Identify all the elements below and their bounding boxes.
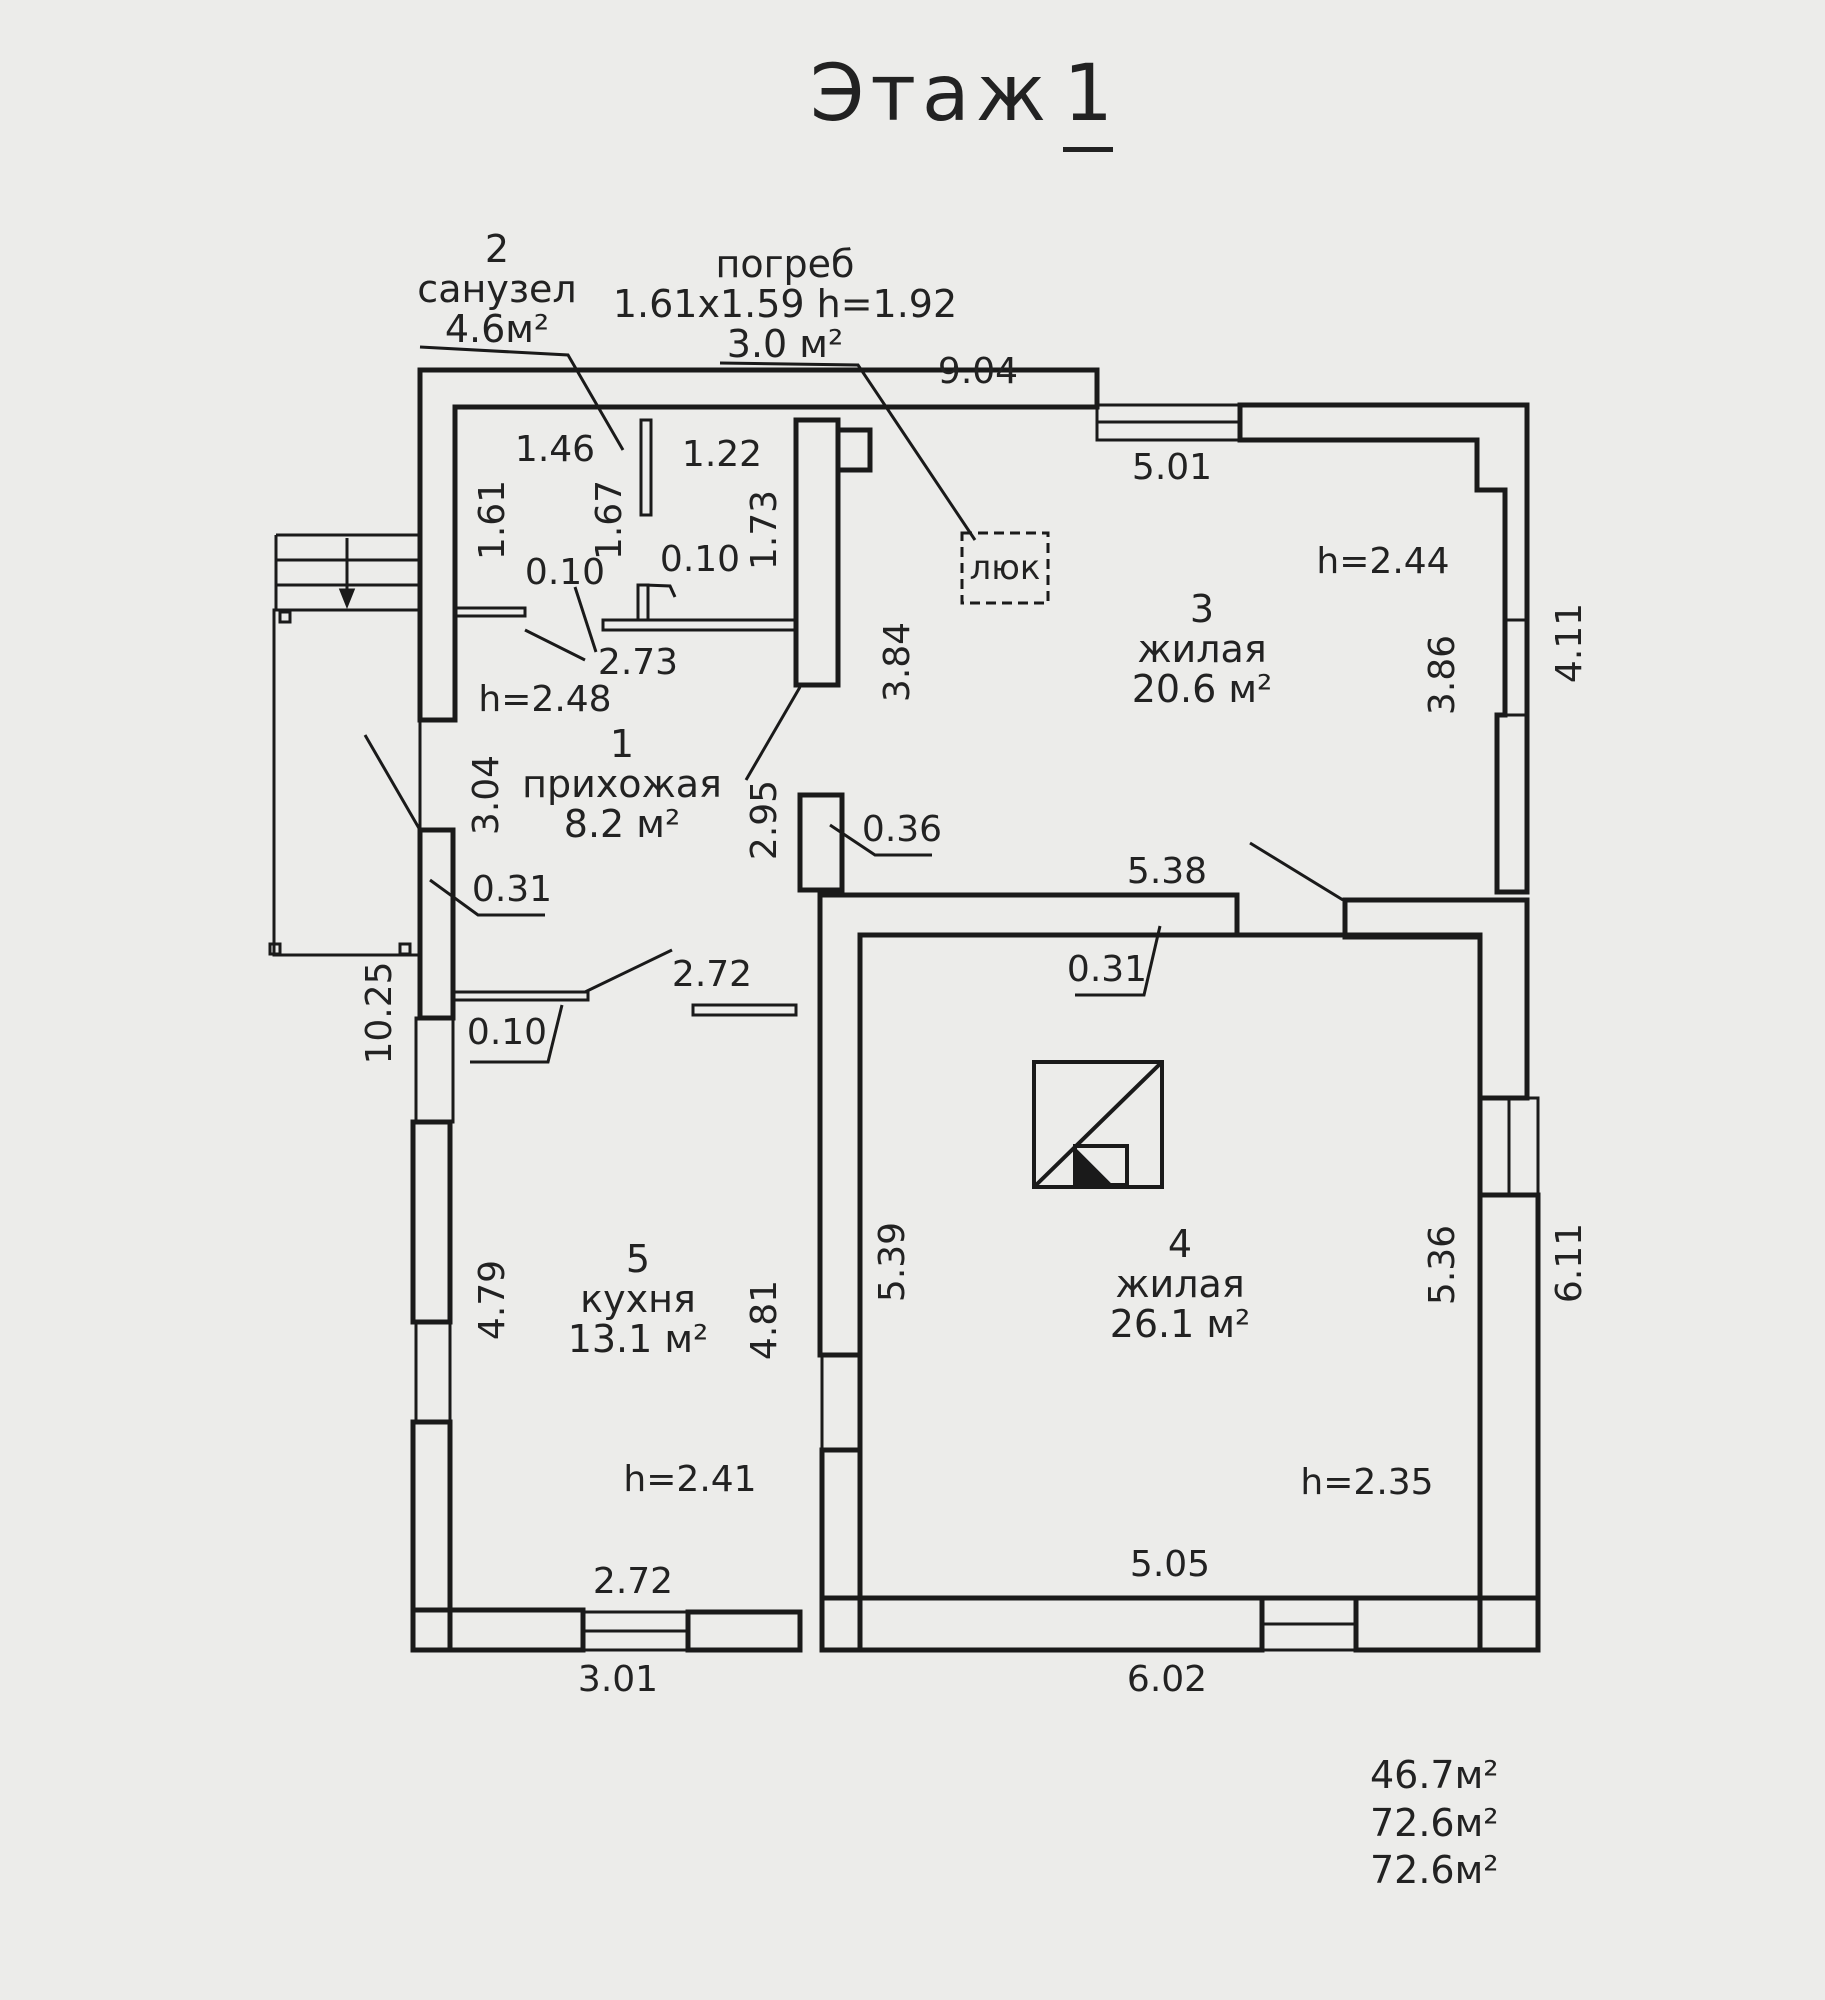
dim-bottom-left: 3.01 [577, 1659, 659, 1700]
dim-bath-width-2: 1.22 [681, 434, 763, 475]
dim-bottom-right: 6.02 [1126, 1659, 1208, 1700]
dim-room4-width: 5.05 [1129, 1544, 1211, 1585]
dim-room3-height-2: 3.86 [1422, 634, 1463, 716]
porch-outline [272, 608, 422, 957]
partition-bath-bottom-right [601, 618, 798, 632]
window-room4-left [820, 1353, 862, 1452]
wall-top-right [1237, 402, 1530, 895]
leader-lines [363, 345, 1344, 1064]
wall-bath-cellar [793, 417, 841, 688]
dim-room4-height-1: 5.39 [872, 1221, 913, 1303]
room-5-number: 5 [625, 1237, 651, 1282]
dim-room4-height-2: 5.36 [1422, 1224, 1463, 1306]
room-1-height: h=2.48 [478, 679, 612, 720]
dim-bath-height-1: 1.61 [472, 479, 513, 561]
dim-top-overall: 9.04 [937, 351, 1019, 392]
cellar-label: погреб 1.61х1.59 h=1.92 3.0 м² [612, 242, 958, 366]
cellar-hatch-label: люк [969, 548, 1041, 588]
room-5-name: кухня [580, 1277, 696, 1322]
partition-bath-bottom-left [453, 606, 527, 618]
wall-left-mid [410, 1119, 453, 1325]
wall-bottom-mid [685, 1609, 803, 1653]
room-3-area: 20.6 м² [1131, 666, 1273, 711]
dim-hall-width: 2.73 [597, 642, 679, 683]
partition-bath-vertical [639, 418, 653, 517]
wall-bottom-far-right [1353, 1595, 1541, 1653]
wall-left-low [410, 1419, 453, 1653]
cellar-hatch [960, 531, 1050, 605]
dim-hall-height-2: 2.95 [744, 779, 785, 861]
window-left-2 [414, 1320, 452, 1424]
dim-bath-wall-2: 0.10 [659, 539, 741, 580]
room-4-label: 4 жилая 26.1 м² [1109, 1222, 1251, 1346]
total-area: 72.6м² [1370, 1848, 1499, 1892]
dim-bath-width-1: 1.46 [514, 429, 596, 470]
dim-hall-kitchen: 2.72 [671, 954, 753, 995]
dim-wall-031b: 0.31 [1066, 949, 1148, 990]
wall-room4-left-low [819, 1447, 863, 1653]
porch [268, 533, 422, 957]
wall-bottom-left [410, 1607, 586, 1653]
dim-room3-outer: 4.11 [1549, 602, 1590, 684]
dim-left-overall: 10.25 [359, 961, 400, 1065]
room-1-name: прихожая [522, 762, 722, 807]
dim-kitchen-width: 2.72 [592, 1561, 674, 1602]
dim-room3-bottom: 5.38 [1126, 851, 1208, 892]
dim-room4-outer: 6.11 [1549, 1222, 1590, 1304]
partitions [451, 418, 798, 1017]
room-4-name: жилая [1115, 1262, 1245, 1307]
wall-room4-right [1477, 1192, 1541, 1653]
dim-hall-height: 3.04 [466, 754, 507, 836]
wall-room4-top-right [1342, 897, 1530, 1101]
room-3-number: 3 [1189, 587, 1215, 632]
window-room3-right [1503, 618, 1529, 717]
dim-wall-031a: 0.31 [471, 869, 553, 910]
room-3-height: h=2.44 [1316, 541, 1450, 582]
partition-kitchen-left [451, 990, 590, 1002]
room-1-number: 1 [609, 722, 635, 767]
title-text: Этаж [810, 49, 1052, 139]
room-2-area: 4.6м² [444, 306, 550, 351]
dim-kitchen-height-1: 4.79 [472, 1259, 513, 1341]
cellar-name: погреб [715, 242, 855, 287]
title-number: 1 [1063, 49, 1114, 152]
room-3-name: жилая [1137, 627, 1267, 672]
wall-bottom-right [819, 1595, 1265, 1653]
dim-bath-height-2: 1.67 [589, 479, 630, 561]
room-4-number: 4 [1167, 1222, 1193, 1267]
windows [414, 403, 1540, 1652]
partition-bath-post [636, 583, 650, 622]
partition-kitchen-right [691, 1003, 798, 1017]
room-5-area: 13.1 м² [567, 1316, 709, 1361]
dim-room3-width: 5.01 [1131, 447, 1213, 488]
room-2-name: санузел [417, 267, 577, 312]
room-2-label: 2 санузел 4.6м² [417, 227, 577, 351]
wall-cellar-corner [835, 427, 873, 473]
room-4-height: h=2.35 [1300, 1462, 1434, 1503]
total-general-area: 72.6м² [1370, 1800, 1499, 1845]
dim-wall-010: 0.10 [466, 1012, 548, 1053]
dim-bath-wall-1: 0.10 [524, 552, 606, 593]
stove [1032, 1060, 1164, 1189]
room-1-label: 1 прихожая 8.2 м² [522, 722, 722, 846]
wall-left-upper [417, 827, 456, 1021]
dim-kitchen-height-2: 4.81 [744, 1279, 785, 1361]
window-left-1 [414, 1016, 455, 1124]
room-5-label: 5 кухня 13.1 м² [567, 1237, 709, 1361]
room-2-number: 2 [484, 227, 510, 272]
dim-bath-height-3: 1.73 [744, 489, 785, 571]
area-totals: 46.7м² 72.6м² 72.6м² [1370, 1752, 1499, 1895]
dim-room3-height-1: 3.84 [877, 621, 918, 703]
page-title: Этаж 1 [810, 49, 1114, 152]
dim-wall-036: 0.36 [861, 809, 943, 850]
cellar-area: 3.0 м² [726, 321, 844, 366]
room-1-area: 8.2 м² [563, 801, 681, 846]
cellar-size: 1.61х1.59 h=1.92 [612, 282, 958, 327]
room-3-label: 3 жилая 20.6 м² [1131, 587, 1273, 711]
room-4-area: 26.1 м² [1109, 1301, 1251, 1346]
total-living-area: 46.7м² [1370, 1753, 1499, 1797]
wall-hall-stub [797, 792, 845, 893]
room-5-height: h=2.41 [623, 1459, 757, 1500]
